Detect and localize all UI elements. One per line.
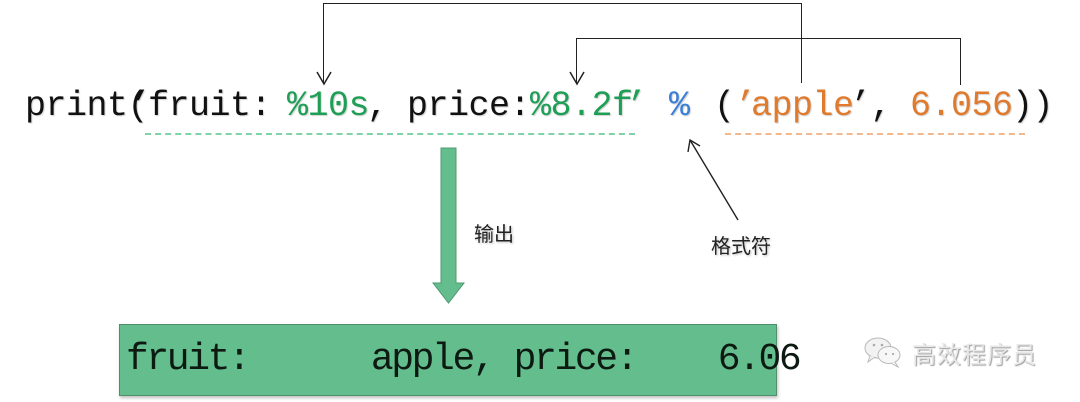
arrow-down-icon <box>569 71 585 86</box>
connector-line <box>801 3 802 83</box>
code-quote-open: ’ <box>130 86 151 126</box>
output-box: fruit: apple, price: 6.06 <box>119 324 802 396</box>
connector-line <box>576 38 577 83</box>
format-operator-label: 格式符 <box>711 234 771 258</box>
connector-line <box>323 3 801 4</box>
code-paren-open: ( <box>714 86 735 126</box>
code-literal-comma: , <box>367 86 409 126</box>
format-string-underline <box>145 133 635 135</box>
output-arrow-icon <box>432 147 466 304</box>
arrow-down-icon <box>316 71 332 86</box>
connector-line <box>576 38 960 39</box>
code-format-spec-2: %8.2f <box>530 86 633 126</box>
code-format-operator: % <box>669 86 690 126</box>
code-quote-close-2: ’, <box>850 86 892 126</box>
code-paren-close: )) <box>1012 86 1054 126</box>
code-print-call: print( <box>25 86 149 126</box>
code-literal-price: price: <box>407 86 531 126</box>
wechat-icon <box>864 337 901 369</box>
format-operator-pointer-icon <box>687 138 739 221</box>
output-text: fruit: apple, price: 6.06 <box>126 338 802 381</box>
code-quote-close: ’ <box>626 86 647 126</box>
connector-line <box>960 38 961 85</box>
arguments-underline <box>725 133 1025 135</box>
code-quote-open-2: ’ <box>735 86 756 126</box>
code-argument-number: 6.056 <box>910 86 1013 126</box>
code-argument-apple: apple <box>751 86 854 126</box>
output-label: 输出 <box>474 222 514 246</box>
watermark-text: 高效程序员 <box>912 340 1037 369</box>
watermark: 高效程序员 <box>862 334 1037 370</box>
code-format-spec-1: %10s <box>287 86 370 126</box>
code-literal-fruit: fruit: <box>148 86 272 126</box>
connector-line <box>323 3 324 83</box>
